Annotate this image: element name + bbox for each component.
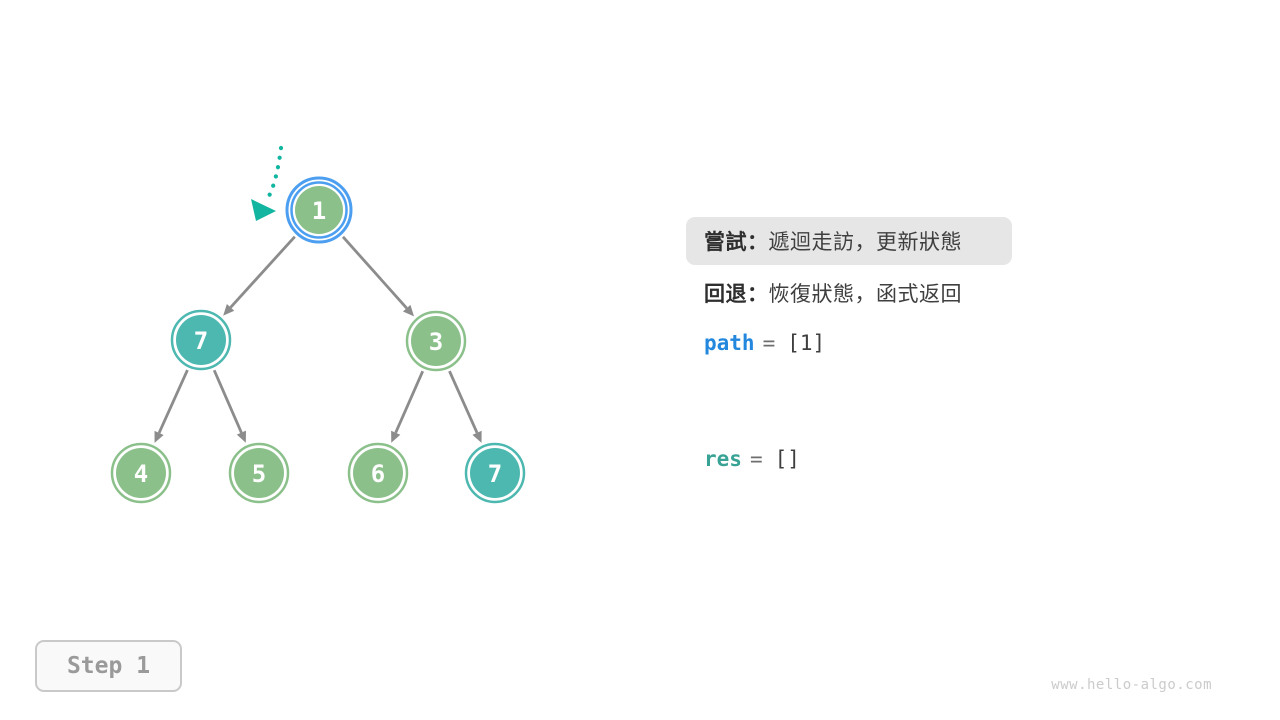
try-text: 遞迴走訪，更新狀態 — [768, 231, 962, 254]
edge-arrowhead-icon — [236, 430, 246, 443]
tree-node-6: 6 — [347, 442, 409, 504]
current-node-ring — [285, 176, 353, 244]
res-variable-name: res — [704, 447, 742, 471]
tree-node-7: 7 — [464, 442, 526, 504]
current-pointer-arrow-icon — [251, 145, 284, 221]
tree-node-7: 7 — [170, 309, 232, 371]
tree-diagram: 1 7 3 4 5 6 7 — [110, 145, 526, 504]
backtrack-label: 回退： — [704, 283, 769, 306]
path-variable-name: path — [704, 331, 755, 355]
tree-edge — [391, 370, 425, 443]
tree-node-value: 3 — [429, 328, 443, 356]
tree-node-value: 7 — [488, 460, 502, 488]
tree-node-value: 1 — [312, 197, 326, 225]
tree-node-value: 6 — [371, 460, 385, 488]
step-badge: Step 1 — [35, 640, 182, 692]
try-label: 嘗試： — [704, 231, 769, 254]
equals-sign: = — [762, 331, 776, 355]
tree-edge — [223, 235, 296, 316]
try-line: 嘗試：遞迴走訪，更新狀態 — [704, 226, 962, 256]
tree-node-3: 3 — [405, 310, 467, 372]
edge-arrowhead-icon — [472, 430, 482, 443]
tree-node-1-current: 1 — [285, 176, 353, 244]
edge-arrowhead-icon — [154, 430, 164, 443]
res-variable-line: res = [] — [704, 447, 800, 471]
tree-node-value: 7 — [194, 327, 208, 355]
tree-node-5: 5 — [228, 442, 290, 504]
tree-node-value: 4 — [134, 460, 148, 488]
equals-sign: = — [749, 447, 763, 471]
path-variable-line: path = [1] — [704, 331, 825, 355]
tree-node-value: 5 — [252, 460, 266, 488]
tree-edge — [341, 235, 415, 317]
tree-edge — [154, 369, 189, 443]
edge-arrowhead-icon — [223, 304, 235, 316]
backtrack-text: 恢復狀態，函式返回 — [768, 283, 962, 306]
tree-edge — [212, 369, 246, 443]
backtrack-line: 回退：恢復狀態，函式返回 — [704, 278, 962, 308]
watermark: www.hello-algo.com — [1051, 677, 1212, 693]
edge-arrowhead-icon — [391, 430, 401, 443]
res-variable-value: [] — [774, 447, 800, 471]
tree-edge — [448, 370, 482, 443]
tree-node-4: 4 — [110, 442, 172, 504]
edge-arrowhead-icon — [402, 304, 415, 317]
step-badge-label: Step 1 — [66, 653, 151, 679]
try-highlight-pill: 嘗試：遞迴走訪，更新狀態 — [686, 217, 1012, 265]
path-variable-value: [1] — [787, 331, 826, 355]
